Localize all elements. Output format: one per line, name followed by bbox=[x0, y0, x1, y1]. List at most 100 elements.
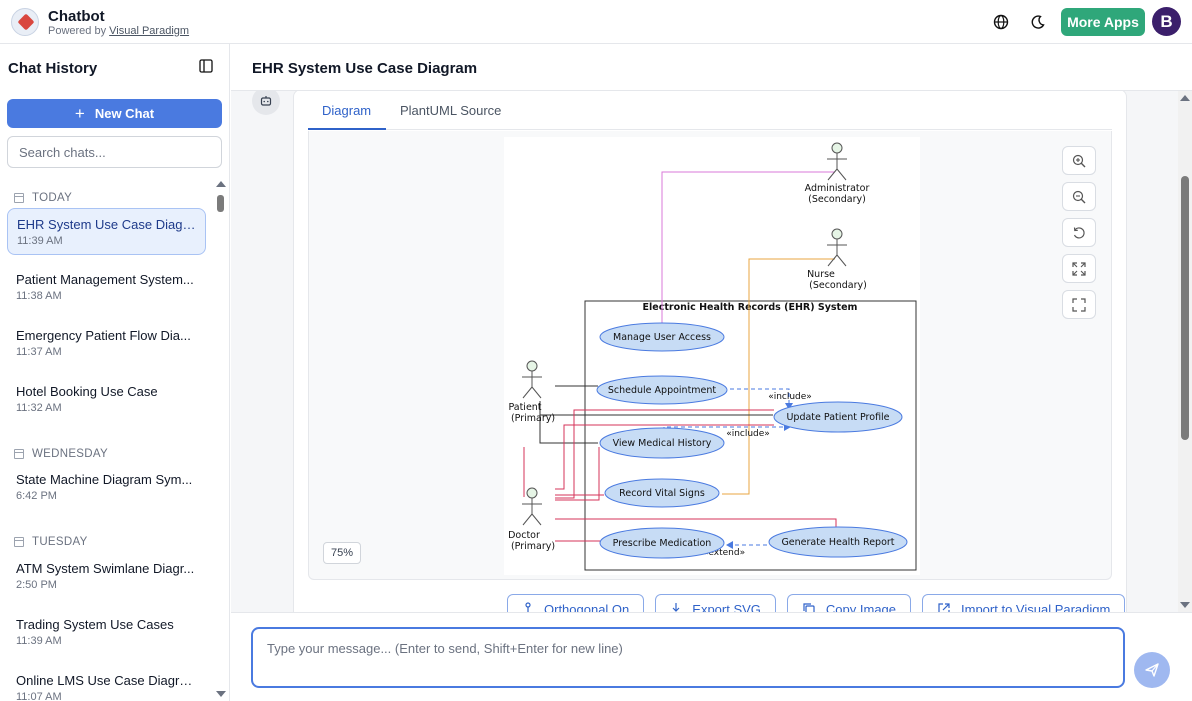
export-svg-button[interactable]: Export SVG bbox=[655, 594, 776, 612]
group-wednesday: WEDNESDAY bbox=[14, 448, 108, 460]
chat-name: Emergency Patient Flow Dia... bbox=[16, 328, 191, 343]
actor-patient bbox=[522, 360, 542, 399]
page-title: EHR System Use Case Diagram bbox=[252, 60, 478, 77]
chat-item-active[interactable]: EHR System Use Case Diagram 11:39 AM bbox=[7, 208, 206, 255]
import-to-visual-paradigm-button[interactable]: Import to Visual Paradigm bbox=[922, 594, 1126, 612]
fit-to-screen-button[interactable] bbox=[1062, 254, 1096, 283]
avatar[interactable]: B bbox=[1152, 7, 1181, 36]
rotate-ccw-icon bbox=[1073, 226, 1085, 239]
doctor-update-link-2 bbox=[555, 424, 774, 490]
chat-time: 11:39 AM bbox=[17, 235, 63, 247]
usecase-label: Generate Health Report bbox=[781, 537, 894, 548]
usecase-manage-user-access bbox=[599, 322, 725, 352]
system-title: Electronic Health Records (EHR) System bbox=[643, 302, 858, 313]
orthogonal-toggle-button[interactable]: Orthogonal On bbox=[507, 594, 645, 612]
chat-name: Online LMS Use Case Diagram bbox=[16, 673, 197, 688]
message-input[interactable] bbox=[251, 627, 1125, 688]
actor-label: Doctor bbox=[508, 530, 540, 541]
scroll-down-arrow-icon[interactable] bbox=[216, 691, 226, 697]
scroll-down-arrow-icon[interactable] bbox=[1180, 602, 1190, 608]
usecase-label: Record Vital Signs bbox=[619, 488, 705, 499]
chat-name: Hotel Booking Use Case bbox=[16, 384, 158, 399]
actor-label: (Secondary) bbox=[809, 280, 867, 291]
tab-diagram[interactable]: Diagram bbox=[322, 103, 372, 118]
extend-arrow bbox=[726, 541, 733, 549]
extend-label: «extend» bbox=[703, 548, 745, 558]
search-input[interactable] bbox=[7, 136, 222, 168]
usecase-view-medical-history bbox=[599, 427, 725, 459]
bot-icon bbox=[252, 91, 280, 115]
chat-item[interactable]: Emergency Patient Flow Dia... 11:37 AM bbox=[7, 320, 206, 367]
expand-icon bbox=[1072, 261, 1086, 276]
actor-label: (Secondary) bbox=[808, 194, 866, 205]
system-boundary bbox=[584, 300, 917, 571]
app-logo bbox=[11, 8, 39, 36]
new-chat-button[interactable]: + New Chat bbox=[7, 99, 222, 128]
external-link-icon bbox=[938, 603, 950, 612]
globe-icon[interactable] bbox=[991, 12, 1011, 32]
sidebar-scrollbar[interactable] bbox=[216, 179, 226, 699]
fullscreen-button[interactable] bbox=[1062, 290, 1096, 319]
chat-time: 11:37 AM bbox=[16, 346, 62, 358]
chat-name: Patient Management System... bbox=[16, 272, 194, 287]
sidebar-toggle-icon[interactable] bbox=[199, 59, 215, 75]
powered-by: Powered by Visual Paradigm bbox=[48, 25, 189, 37]
diagram-card: Diagram PlantUML Source Electronic Healt… bbox=[293, 91, 1127, 612]
usecase-label: Schedule Appointment bbox=[608, 385, 717, 396]
copy-image-button[interactable]: Copy Image bbox=[786, 594, 912, 612]
chat-item[interactable]: State Machine Diagram Sym... 6:42 PM bbox=[7, 464, 206, 511]
main-header: EHR System Use Case Diagram bbox=[231, 44, 1192, 91]
app-title: Chatbot bbox=[48, 8, 105, 25]
composer bbox=[231, 612, 1192, 701]
actor-nurse bbox=[827, 228, 847, 267]
diagram-canvas[interactable]: Electronic Health Records (EHR) System bbox=[308, 131, 1112, 580]
chat-item[interactable]: Patient Management System... 11:38 AM bbox=[7, 264, 206, 311]
chat-item[interactable]: Hotel Booking Use Case 11:32 AM bbox=[7, 376, 206, 423]
moon-icon[interactable] bbox=[1028, 12, 1048, 32]
chat-name: Trading System Use Cases bbox=[16, 617, 174, 632]
scroll-up-arrow-icon[interactable] bbox=[216, 181, 226, 187]
scroll-up-arrow-icon[interactable] bbox=[1180, 95, 1190, 101]
actor-label: (Primary) bbox=[511, 541, 555, 552]
new-chat-label: New Chat bbox=[94, 106, 155, 121]
more-apps-button[interactable]: More Apps bbox=[1061, 8, 1145, 36]
patient-view-link bbox=[539, 415, 598, 444]
active-tab-indicator bbox=[308, 128, 386, 130]
include-label-1: «include» bbox=[768, 392, 812, 402]
actor-label: (Primary) bbox=[511, 413, 555, 424]
reset-zoom-button[interactable] bbox=[1062, 218, 1096, 247]
sidebar-scroll-thumb[interactable] bbox=[217, 195, 224, 212]
sidebar: Chat History + New Chat TODAY EHR System… bbox=[0, 44, 230, 701]
chat-item[interactable]: Online LMS Use Case Diagram 11:07 AM bbox=[7, 665, 206, 701]
chat-time: 11:32 AM bbox=[16, 402, 62, 414]
zoom-in-button[interactable] bbox=[1062, 146, 1096, 175]
include-arrow-1 bbox=[785, 403, 793, 410]
chat-name: EHR System Use Case Diagram bbox=[17, 217, 196, 232]
use-case-diagram: Electronic Health Records (EHR) System bbox=[504, 137, 920, 575]
main-scroll-thumb[interactable] bbox=[1181, 176, 1189, 440]
calendar-icon bbox=[14, 193, 24, 203]
zoom-out-icon bbox=[1072, 190, 1086, 203]
chat-item[interactable]: ATM System Swimlane Diagr... 2:50 PM bbox=[7, 553, 206, 600]
orthogonal-icon bbox=[525, 602, 531, 612]
actor-label: Patient bbox=[508, 402, 541, 413]
actor-label: Nurse bbox=[807, 269, 835, 280]
chat-time: 6:42 PM bbox=[16, 490, 57, 502]
zoom-in-icon bbox=[1072, 154, 1086, 167]
send-button[interactable] bbox=[1134, 652, 1170, 688]
main-scrollbar[interactable] bbox=[1178, 91, 1192, 612]
chat-item[interactable]: Trading System Use Cases 11:39 AM bbox=[7, 609, 206, 656]
tab-plantuml-source[interactable]: PlantUML Source bbox=[400, 103, 502, 118]
sidebar-title: Chat History bbox=[8, 60, 98, 77]
fullscreen-icon bbox=[1072, 297, 1086, 312]
chat-time: 11:39 AM bbox=[16, 635, 62, 647]
usecase-label: Update Patient Profile bbox=[786, 412, 889, 423]
diagram-tabs: Diagram PlantUML Source bbox=[308, 91, 1112, 130]
powered-prefix: Powered by bbox=[48, 25, 107, 37]
zoom-out-button[interactable] bbox=[1062, 182, 1096, 211]
zoom-level-indicator: 75% bbox=[323, 542, 361, 564]
powered-link[interactable]: Visual Paradigm bbox=[109, 25, 190, 37]
chat-name: ATM System Swimlane Diagr... bbox=[16, 561, 195, 576]
usecase-label: Prescribe Medication bbox=[613, 538, 712, 549]
chat-time: 11:38 AM bbox=[16, 290, 62, 302]
